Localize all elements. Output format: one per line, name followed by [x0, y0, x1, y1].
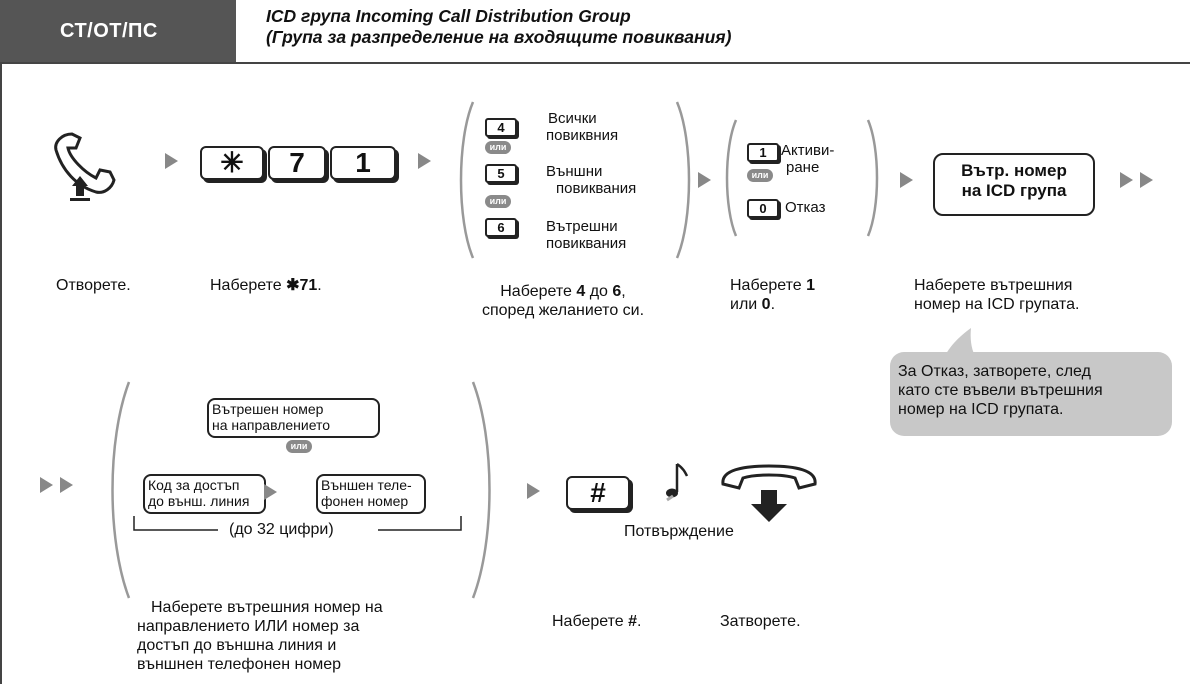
- title-line-1: ICD група Incoming Call Distribution Gro…: [266, 6, 631, 26]
- bracket-group-3: [111, 381, 491, 599]
- caption-dial46: Наберете 4 до 6, според желанието си.: [481, 283, 645, 319]
- caption-dial71: Наберете ✱71.: [210, 277, 322, 294]
- caption-dial-hash: Наберете #.: [552, 613, 642, 630]
- arrow-6: [527, 483, 540, 499]
- hash-key: #: [566, 476, 630, 510]
- or-badge: или: [286, 440, 312, 453]
- double-arrow: [1140, 172, 1153, 188]
- arrow-3: [698, 172, 711, 188]
- opt1-label: Активи-ране: [781, 142, 835, 176]
- double-arrow: [60, 477, 73, 493]
- onhook-icon: [721, 464, 817, 522]
- bracket-group-1: [459, 101, 691, 259]
- phone-number-box: Външен теле-фонен номер: [316, 474, 426, 514]
- double-arrow: [40, 477, 53, 493]
- title-line-2: (Група за разпределение на входящите пов…: [266, 27, 732, 47]
- left-border: [0, 62, 2, 684]
- digits-label: (до 32 цифри): [229, 521, 334, 538]
- bracket-group-2: [725, 119, 879, 237]
- confirm-label: Потвърждение: [624, 523, 734, 540]
- header-divider: [0, 62, 1190, 64]
- arrow-2: [418, 153, 431, 169]
- caption-open: Отворете.: [56, 277, 131, 294]
- key-0: 0: [747, 199, 779, 218]
- arrow-4: [900, 172, 913, 188]
- key-5: 5: [485, 164, 517, 183]
- arrow-1: [165, 153, 178, 169]
- key-1: 1: [747, 143, 779, 162]
- seven-key: 7: [268, 146, 326, 180]
- or-badge: или: [747, 169, 773, 182]
- one-key: 1: [330, 146, 396, 180]
- caption-hangup: Затворете.: [720, 613, 801, 630]
- double-arrow: [1120, 172, 1133, 188]
- arrow-5: [264, 484, 277, 500]
- or-badge: или: [485, 141, 511, 154]
- page-title: ICD група Incoming Call Distribution Gro…: [266, 6, 731, 48]
- header-tab: СТ/ОТ/ПС: [0, 0, 236, 62]
- callout-bubble: [890, 352, 1172, 436]
- or-badge: или: [485, 195, 511, 208]
- opt0-label: Отказ: [785, 199, 826, 216]
- digit-span-bracket: [133, 516, 462, 531]
- key-4: 4: [485, 118, 517, 137]
- key-6: 6: [485, 218, 517, 237]
- star-key: ✳: [200, 146, 264, 180]
- callout-pointer: [945, 328, 975, 356]
- header-tab-label: СТ/ОТ/ПС: [60, 20, 158, 42]
- note-icon: [666, 462, 689, 502]
- caption-dial10: Наберете 1 или 0.: [730, 277, 815, 313]
- offhook-icon: [54, 132, 116, 201]
